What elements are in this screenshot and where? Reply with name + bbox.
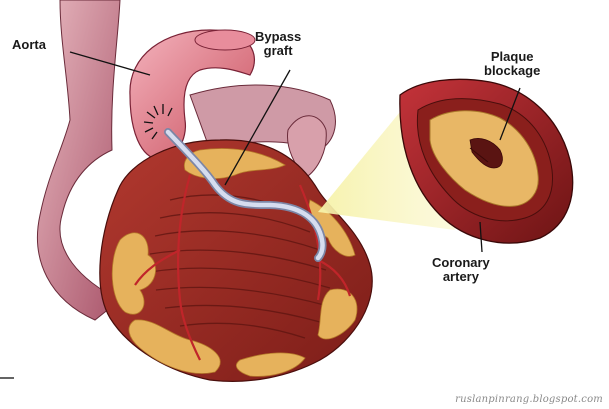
plaque-label-line2: blockage (484, 64, 540, 78)
aorta-label: Aorta (12, 38, 46, 52)
bypass-label-line1: Bypass (255, 30, 301, 44)
bypass-graft-label: Bypass graft (255, 30, 301, 58)
coronary-label-line1: Coronary (432, 256, 490, 270)
plaque-blockage-label: Plaque blockage (484, 50, 540, 78)
plaque-label-line1: Plaque (484, 50, 540, 64)
aorta-opening (195, 30, 255, 50)
bypass-label-line2: graft (255, 44, 301, 58)
coronary-artery-label: Coronary artery (432, 256, 490, 284)
coronary-label-line2: artery (432, 270, 490, 284)
source-credit: ruslanpinrang.blogspot.com (455, 394, 603, 405)
